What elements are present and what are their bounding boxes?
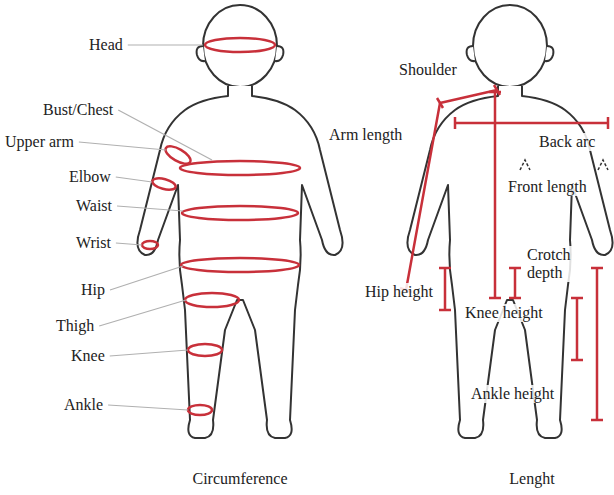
back-arc-label: Back arc	[538, 133, 596, 151]
leader-line	[110, 350, 188, 356]
thigh-label: Thigh	[55, 317, 95, 335]
leader-line	[99, 300, 186, 326]
head-label: Head	[88, 36, 124, 54]
front-figure	[137, 5, 342, 438]
front-length-label: Front length	[507, 178, 588, 196]
leader-line	[116, 177, 152, 182]
figure-caption: Circumference	[191, 470, 288, 488]
hip-height-label: Hip height	[364, 283, 434, 301]
elbow-label: Elbow	[68, 168, 112, 186]
leader-line	[108, 405, 188, 410]
leader-line	[128, 44, 203, 45]
arm-length-label: Arm length	[328, 126, 403, 144]
ankle-height-label: Ankle height	[470, 385, 555, 403]
waist-label: Waist	[75, 197, 113, 215]
knee-label: Knee	[70, 347, 106, 365]
knee-height-label: Knee height	[464, 304, 544, 322]
leader-line	[117, 206, 183, 211]
leader-line	[118, 110, 212, 160]
front-length-marks	[520, 160, 608, 170]
upper-arm-label: Upper arm	[4, 133, 75, 151]
leader-line	[79, 142, 166, 150]
circumference-rings	[142, 38, 300, 415]
crotch-depth-label: Crotch depth	[526, 246, 580, 282]
ankle-label: Ankle	[63, 396, 104, 414]
wrist-label: Wrist	[75, 234, 112, 252]
chest-label: Bust/Chest	[42, 101, 114, 119]
leader-line	[110, 266, 183, 290]
figure-caption: Lenght	[508, 470, 555, 488]
hip-label: Hip	[80, 281, 106, 299]
length-lines	[400, 85, 608, 420]
shoulder-label: Shoulder	[398, 61, 458, 79]
leader-line	[116, 243, 142, 245]
